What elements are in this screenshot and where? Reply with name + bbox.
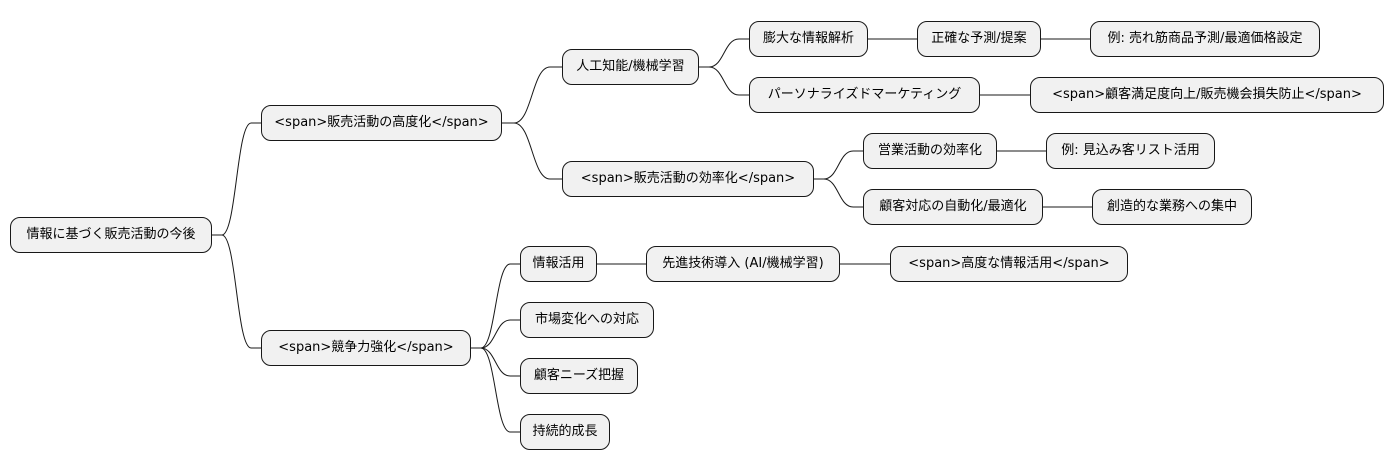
connector-node-competitiveness-to-node-market-change <box>471 319 520 349</box>
node-personalized-marketing: パーソナライズドマーケティング <box>749 77 980 113</box>
connector-node-sales-advancement-to-node-ai-ml <box>502 66 562 124</box>
connector-node-competitiveness-to-node-customer-needs <box>471 347 520 377</box>
node-sales-efficiency: <span>販売活動の効率化</span> <box>562 161 814 197</box>
node-creative-focus: 創造的な業務への集中 <box>1092 189 1252 225</box>
node-prediction-example: 例: 売れ筋商品予測/最適価格設定 <box>1090 21 1320 57</box>
node-market-change: 市場変化への対応 <box>520 302 654 338</box>
node-customer-needs: 顧客ニーズ把握 <box>520 358 638 394</box>
connector-node-root-to-node-sales-advancement <box>212 122 261 236</box>
node-advanced-info: <span>高度な情報活用</span> <box>890 246 1128 282</box>
connector-node-sales-advancement-to-node-sales-efficiency <box>502 122 562 180</box>
connector-node-competitiveness-to-node-info-use <box>471 263 520 349</box>
node-competitiveness: <span>競争力強化</span> <box>261 330 471 366</box>
node-sales-activity-efficiency: 営業活動の効率化 <box>863 133 997 169</box>
node-customer-automation: 顧客対応の自動化/最適化 <box>863 189 1043 225</box>
node-advanced-tech: 先進技術導入 (AI/機械学習) <box>646 246 840 282</box>
node-info-use: 情報活用 <box>520 246 597 282</box>
node-root: 情報に基づく販売活動の今後 <box>10 217 212 253</box>
node-satisfaction: <span>顧客満足度向上/販売機会損失防止</span> <box>1030 77 1384 113</box>
connector-node-sales-efficiency-to-node-sales-activity-efficiency <box>814 150 863 180</box>
node-sustainable-growth: 持続的成長 <box>520 414 610 450</box>
connector-node-ai-ml-to-node-info-analysis <box>699 38 749 68</box>
connector-node-sales-efficiency-to-node-customer-automation <box>814 178 863 208</box>
node-sales-advancement: <span>販売活動の高度化</span> <box>261 105 502 141</box>
node-prediction: 正確な予測/提案 <box>917 21 1041 57</box>
node-info-analysis: 膨大な情報解析 <box>749 21 868 57</box>
connector-node-ai-ml-to-node-personalized-marketing <box>699 66 749 96</box>
node-ai-ml: 人工知能/機械学習 <box>562 49 699 85</box>
connector-node-competitiveness-to-node-sustainable-growth <box>471 347 520 433</box>
connector-node-root-to-node-competitiveness <box>212 234 261 349</box>
node-leads-example: 例: 見込み客リスト活用 <box>1046 133 1215 169</box>
